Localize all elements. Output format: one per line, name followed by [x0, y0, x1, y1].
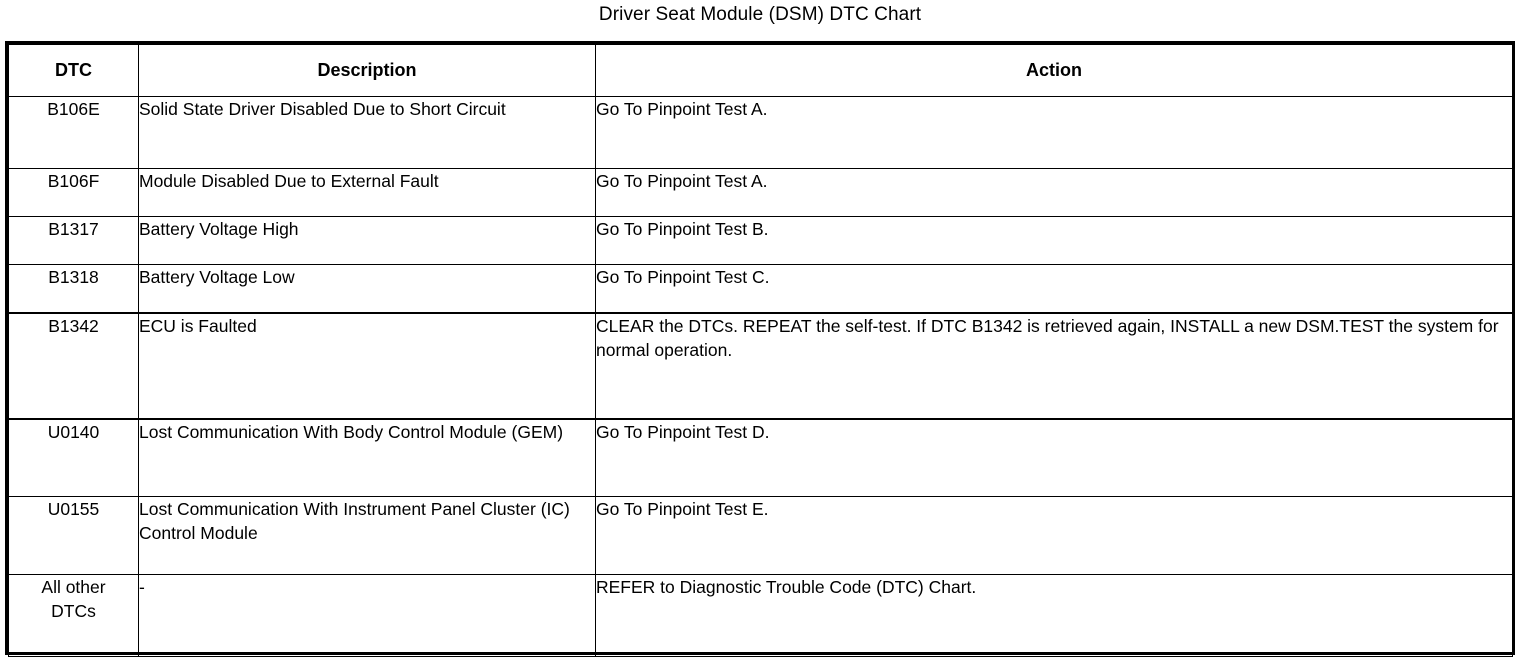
cell-dtc: U0140 — [8, 418, 139, 497]
cell-dtc: U0155 — [8, 496, 139, 575]
dtc-table: DTC Description Action B106E Solid State… — [8, 44, 1513, 657]
cell-dtc: B106F — [8, 168, 139, 217]
cell-description: Battery Voltage High — [138, 216, 596, 265]
cell-dtc: All other DTCs — [8, 574, 139, 657]
cell-action: CLEAR the DTCs. REPEAT the self-test. If… — [595, 311, 1513, 420]
cell-action: Go To Pinpoint Test E. — [595, 496, 1513, 575]
dtc-table-container: DTC Description Action B106E Solid State… — [5, 41, 1515, 657]
cell-description: - — [138, 574, 596, 657]
column-header-action: Action — [595, 44, 1513, 97]
cell-action: Go To Pinpoint Test B. — [595, 216, 1513, 265]
cell-action: Go To Pinpoint Test D. — [595, 418, 1513, 497]
cell-dtc: B106E — [8, 96, 139, 169]
cell-action: Go To Pinpoint Test A. — [595, 96, 1513, 169]
table-row: B106E Solid State Driver Disabled Due to… — [8, 96, 1513, 169]
cell-description: Lost Communication With Instrument Panel… — [138, 496, 596, 575]
cell-action: REFER to Diagnostic Trouble Code (DTC) C… — [595, 574, 1513, 657]
cell-dtc: B1318 — [8, 264, 139, 313]
table-row: B106F Module Disabled Due to External Fa… — [8, 168, 1513, 217]
column-header-dtc: DTC — [8, 44, 139, 97]
cell-dtc: B1317 — [8, 216, 139, 265]
table-row: U0140 Lost Communication With Body Contr… — [8, 418, 1513, 497]
table-body: B106E Solid State Driver Disabled Due to… — [8, 96, 1513, 657]
cell-description: Module Disabled Due to External Fault — [138, 168, 596, 217]
table-row: All other DTCs - REFER to Diagnostic Tro… — [8, 574, 1513, 657]
cell-action: Go To Pinpoint Test A. — [595, 168, 1513, 217]
table-header-row: DTC Description Action — [8, 44, 1513, 97]
cell-description: ECU is Faulted — [138, 311, 596, 420]
page-title: Driver Seat Module (DSM) DTC Chart — [598, 4, 922, 25]
cell-description: Lost Communication With Body Control Mod… — [138, 418, 596, 497]
table-row: B1318 Battery Voltage Low Go To Pinpoint… — [8, 264, 1513, 313]
cell-description: Solid State Driver Disabled Due to Short… — [138, 96, 596, 169]
cell-dtc: B1342 — [8, 311, 139, 420]
table-row: B1317 Battery Voltage High Go To Pinpoin… — [8, 216, 1513, 265]
column-header-description: Description — [138, 44, 596, 97]
table-row: B1342 ECU is Faulted CLEAR the DTCs. REP… — [8, 311, 1513, 420]
table-row: U0155 Lost Communication With Instrument… — [8, 496, 1513, 575]
table-header: DTC Description Action — [8, 44, 1513, 97]
cell-action: Go To Pinpoint Test C. — [595, 264, 1513, 313]
cell-description: Battery Voltage Low — [138, 264, 596, 313]
